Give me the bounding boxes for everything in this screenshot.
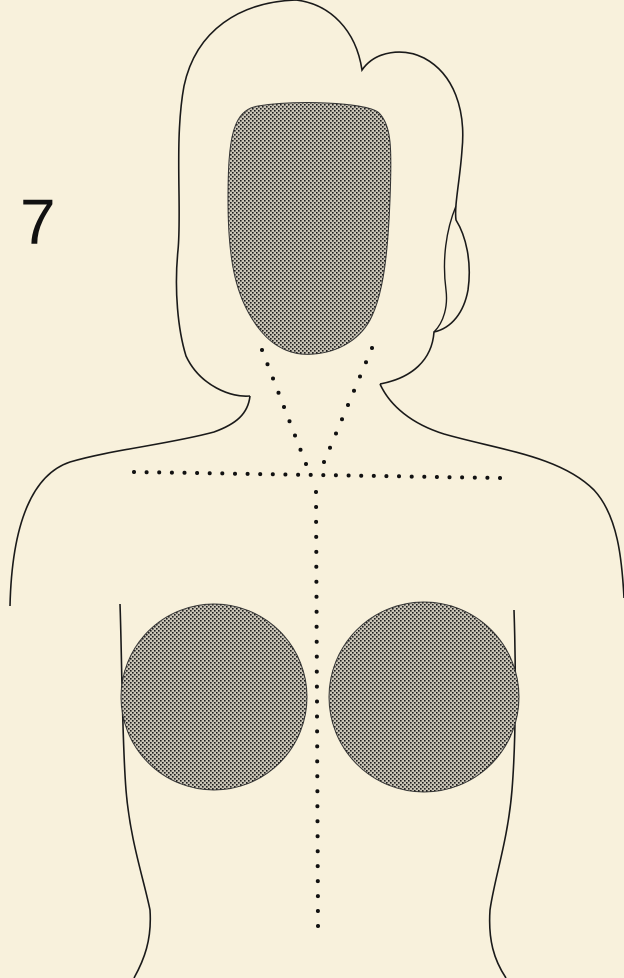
guide-dot (293, 434, 297, 438)
guide-dot (233, 472, 237, 476)
guide-dot (358, 375, 362, 379)
guide-dot (397, 474, 401, 478)
right-neck-shoulder-outline (380, 384, 624, 598)
guide-dot (485, 476, 489, 480)
guide-dot (384, 474, 388, 478)
guide-dot (315, 640, 319, 644)
guide-dot (316, 849, 320, 853)
guide-dot (145, 470, 149, 474)
guide-dot (315, 625, 319, 629)
guide-dot (346, 403, 350, 407)
guide-dot (246, 472, 250, 476)
guide-dot (314, 580, 318, 584)
guide-dot (220, 471, 224, 475)
guide-dot (315, 655, 319, 659)
guide-dot (370, 346, 374, 350)
guide-dot (316, 834, 320, 838)
guide-dot (422, 475, 426, 479)
guide-dot (334, 432, 338, 436)
guide-dot (296, 473, 300, 477)
guide-dot (347, 474, 351, 478)
guide-dot (448, 475, 452, 479)
guide-dot (460, 475, 464, 479)
guide-dot (328, 446, 332, 450)
guide-dot (288, 419, 292, 423)
guide-dot (315, 685, 319, 689)
guide-dot (315, 804, 319, 808)
guide-dot (316, 894, 320, 898)
guide-dot (314, 505, 318, 509)
horizontal-clavicle-dotted-line (132, 470, 502, 480)
guide-dot (372, 474, 376, 478)
guide-dot (359, 474, 363, 478)
guide-dot (157, 470, 161, 474)
guide-dot (304, 462, 308, 466)
hair-inner-line (434, 206, 456, 332)
guide-dot (322, 460, 326, 464)
guide-dot (170, 471, 174, 475)
guide-dot (314, 520, 318, 524)
guide-dot (132, 470, 136, 474)
guide-dot (316, 909, 320, 913)
guide-dot (315, 789, 319, 793)
guide-dot (258, 472, 262, 476)
guide-dot (352, 389, 356, 393)
guide-dot (410, 475, 414, 479)
guide-dot (282, 405, 286, 409)
left-neck-shoulder-outline (10, 396, 250, 606)
guide-dot (315, 715, 319, 719)
guide-dot (266, 362, 270, 366)
left-neck-dotted-line (260, 348, 308, 466)
guide-dot (473, 476, 477, 480)
guide-dot (283, 473, 287, 477)
guide-dot (340, 417, 344, 421)
guide-dot (321, 473, 325, 477)
guide-dot (314, 565, 318, 569)
guide-dot (498, 476, 502, 480)
guide-dot (315, 759, 319, 763)
guide-dot (334, 473, 338, 477)
guide-dot (316, 924, 320, 928)
guide-dot (315, 744, 319, 748)
guide-dot (271, 377, 275, 381)
guide-dot (195, 471, 199, 475)
face-shaded (228, 103, 391, 355)
guide-dot (316, 879, 320, 883)
guide-dot (309, 473, 313, 477)
left-breast-shaded (121, 604, 307, 790)
guide-dot (277, 391, 281, 395)
figure-number: 7 (20, 190, 56, 254)
guide-dot (271, 472, 275, 476)
right-breast-shaded (329, 602, 519, 792)
guide-dot (315, 774, 319, 778)
guide-dot (315, 700, 319, 704)
guide-dot (299, 448, 303, 452)
guide-dot (208, 471, 212, 475)
guide-dot (314, 535, 318, 539)
guide-dot (314, 490, 318, 494)
vertical-midline-dotted-line (314, 490, 320, 928)
guide-dot (260, 348, 264, 352)
guide-dot (315, 610, 319, 614)
guide-dot (364, 360, 368, 364)
guide-dot (315, 729, 319, 733)
guide-dot (183, 471, 187, 475)
guide-dot (316, 864, 320, 868)
guide-dot (315, 670, 319, 674)
guide-dot (316, 819, 320, 823)
right-neck-dotted-line (322, 346, 374, 464)
guide-dot (435, 475, 439, 479)
guide-dot (314, 550, 318, 554)
guide-dot (315, 595, 319, 599)
